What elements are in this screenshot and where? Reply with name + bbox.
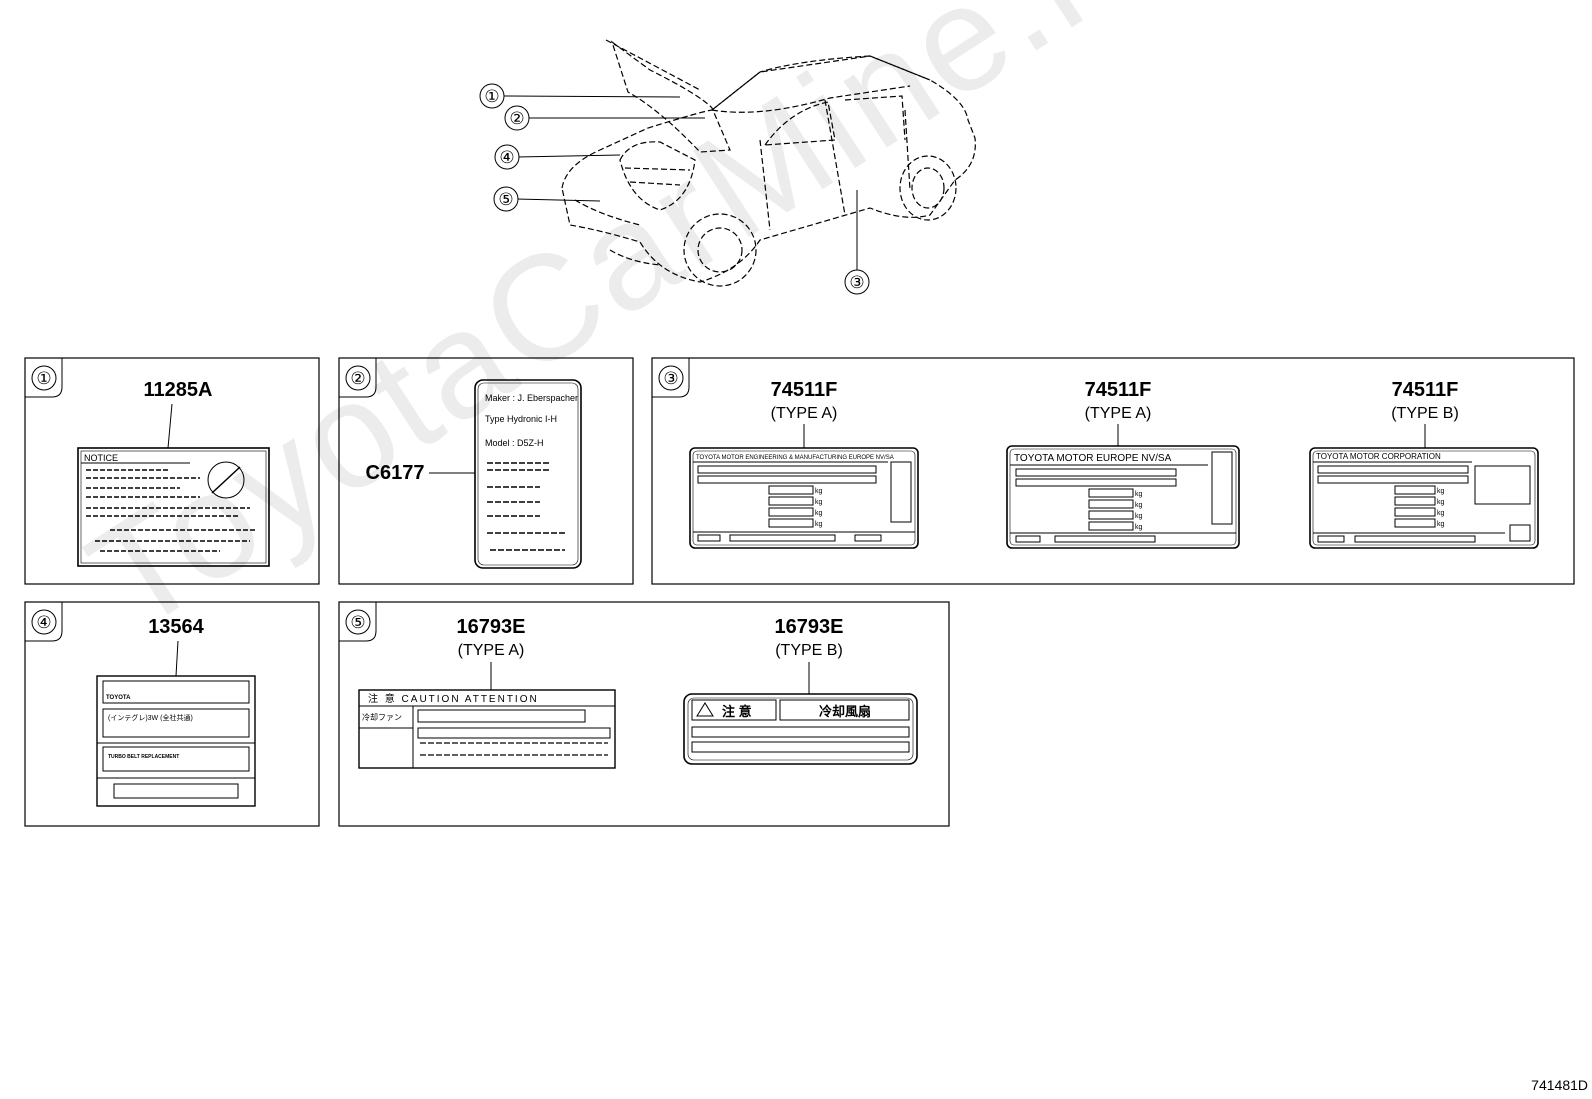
label-16793e-a-side: 冷却ファン xyxy=(362,712,402,722)
panel-1-part-number: 11285A xyxy=(144,379,213,401)
car-callout-5: ⑤ xyxy=(493,186,519,212)
panel-3-item-2-part: 74511F xyxy=(1085,379,1152,401)
car-callout-1: ① xyxy=(479,83,505,109)
car-callout-3: ③ xyxy=(844,269,870,295)
svg-text:⑤: ⑤ xyxy=(498,190,513,209)
panel-2-part-number: C6177 xyxy=(366,462,425,484)
label-c6177-type: Type Hydronic I-H xyxy=(485,414,557,424)
panel-3-item-3-part: 74511F xyxy=(1392,379,1459,401)
panel-4: ④ 13564 TOYOTA (インテグレ)3W (全社共通) TURBO BE… xyxy=(24,601,320,827)
label-74511f-1-unit-1: kg xyxy=(815,488,823,495)
label-74511f-type-a-2: TOYOTA MOTOR EUROPE NV/SA kg kg kg kg xyxy=(1006,445,1240,549)
label-74511f-2-unit-1: kg xyxy=(1135,491,1143,498)
label-11285a-notice: NOTICE xyxy=(84,453,118,463)
label-16793e-b-header-right: 冷却風扇 xyxy=(819,704,871,719)
panel-3-item-3-type: (TYPE B) xyxy=(1391,405,1459,422)
panel-5-item-1-type: (TYPE A) xyxy=(458,642,525,659)
panel-1-number: ① xyxy=(36,369,51,388)
label-11285a: NOTICE xyxy=(77,447,270,567)
label-74511f-1-unit-4: kg xyxy=(815,521,823,528)
label-74511f-1-header: TOYOTA MOTOR ENGINEERING & MANUFACTURING… xyxy=(696,455,894,461)
car-illustration xyxy=(561,39,976,287)
svg-text:④: ④ xyxy=(499,148,514,167)
label-13564-turbo: TURBO BELT REPLACEMENT xyxy=(108,754,179,760)
label-16793e-type-b: 注 意 冷却風扇 xyxy=(683,693,918,765)
svg-text:①: ① xyxy=(484,87,499,106)
label-13564-brand: TOYOTA xyxy=(106,695,131,701)
label-74511f-1-unit-3: kg xyxy=(815,510,823,517)
label-13564-row: (インテグレ)3W (全社共通) xyxy=(108,713,193,722)
panel-1-number-circle xyxy=(31,365,57,391)
panel-5-number-circle xyxy=(345,609,371,635)
label-74511f-2-unit-3: kg xyxy=(1135,513,1143,520)
diagram-code: 741481D xyxy=(1531,1077,1588,1093)
label-74511f-type-a-1: TOYOTA MOTOR ENGINEERING & MANUFACTURING… xyxy=(689,447,919,549)
label-16793e-b-header-left: 注 意 xyxy=(722,704,752,719)
panel-3: ③ 74511F (TYPE A) TOYOTA MOTOR ENGINEERI… xyxy=(651,357,1575,585)
car-callout-markers: ① ② ③ ④ ⑤ xyxy=(479,83,870,295)
label-74511f-3-unit-3: kg xyxy=(1437,510,1445,517)
panel-4-part-number: 13564 xyxy=(148,616,204,638)
panel-5-item-2-part: 16793E xyxy=(775,616,844,638)
panel-3-number-circle xyxy=(658,365,684,391)
car-callout-leaders xyxy=(501,95,858,270)
label-74511f-2-unit-2: kg xyxy=(1135,502,1143,509)
label-74511f-2-header: TOYOTA MOTOR EUROPE NV/SA xyxy=(1014,453,1172,464)
panel-3-item-2-type: (TYPE A) xyxy=(1085,405,1152,422)
label-74511f-type-b: TOYOTA MOTOR CORPORATION kg kg kg kg xyxy=(1309,447,1539,549)
label-74511f-3-header: TOYOTA MOTOR CORPORATION xyxy=(1316,452,1441,461)
label-74511f-1-unit-2: kg xyxy=(815,499,823,506)
panel-3-item-1-type: (TYPE A) xyxy=(771,405,838,422)
label-74511f-2-unit-4: kg xyxy=(1135,524,1143,531)
label-74511f-3-unit-1: kg xyxy=(1437,488,1445,495)
panel-3-item-1-part: 74511F xyxy=(771,379,838,401)
panel-5-item-2-type: (TYPE B) xyxy=(775,642,843,659)
label-c6177: Maker : J. Eberspacher Type Hydronic I-H… xyxy=(474,379,582,569)
svg-text:②: ② xyxy=(509,109,524,128)
panel-4-number-circle xyxy=(31,609,57,635)
label-c6177-maker: Maker : J. Eberspacher xyxy=(485,393,578,403)
panel-5-item-1-part: 16793E xyxy=(457,616,526,638)
label-16793e-a-header: 注 意 CAUTION ATTENTION xyxy=(368,692,539,705)
panel-4-number: ④ xyxy=(36,613,51,632)
panel-5: ⑤ 16793E (TYPE A) 注 意 CAUTION ATTENTION … xyxy=(338,601,950,827)
label-16793e-type-a: 注 意 CAUTION ATTENTION 冷却ファン xyxy=(358,689,616,769)
car-callout-4: ④ xyxy=(494,144,520,170)
panel-2-number: ② xyxy=(350,369,365,388)
label-c6177-model: Model : D5Z-H xyxy=(485,438,544,448)
panel-5-number: ⑤ xyxy=(350,613,365,632)
panel-3-number: ③ xyxy=(663,369,678,388)
label-13564: TOYOTA (インテグレ)3W (全社共通) TURBO BELT REPLA… xyxy=(96,675,256,807)
svg-text:③: ③ xyxy=(849,273,864,292)
label-74511f-3-unit-2: kg xyxy=(1437,499,1445,506)
label-74511f-3-unit-4: kg xyxy=(1437,521,1445,528)
panel-1: ① 11285A NOTICE xyxy=(24,357,320,585)
panel-2-number-circle xyxy=(345,365,371,391)
car-callout-2: ② xyxy=(504,105,530,131)
panel-2: ② C6177 Maker : J. Eberspacher Type Hydr… xyxy=(338,357,634,585)
